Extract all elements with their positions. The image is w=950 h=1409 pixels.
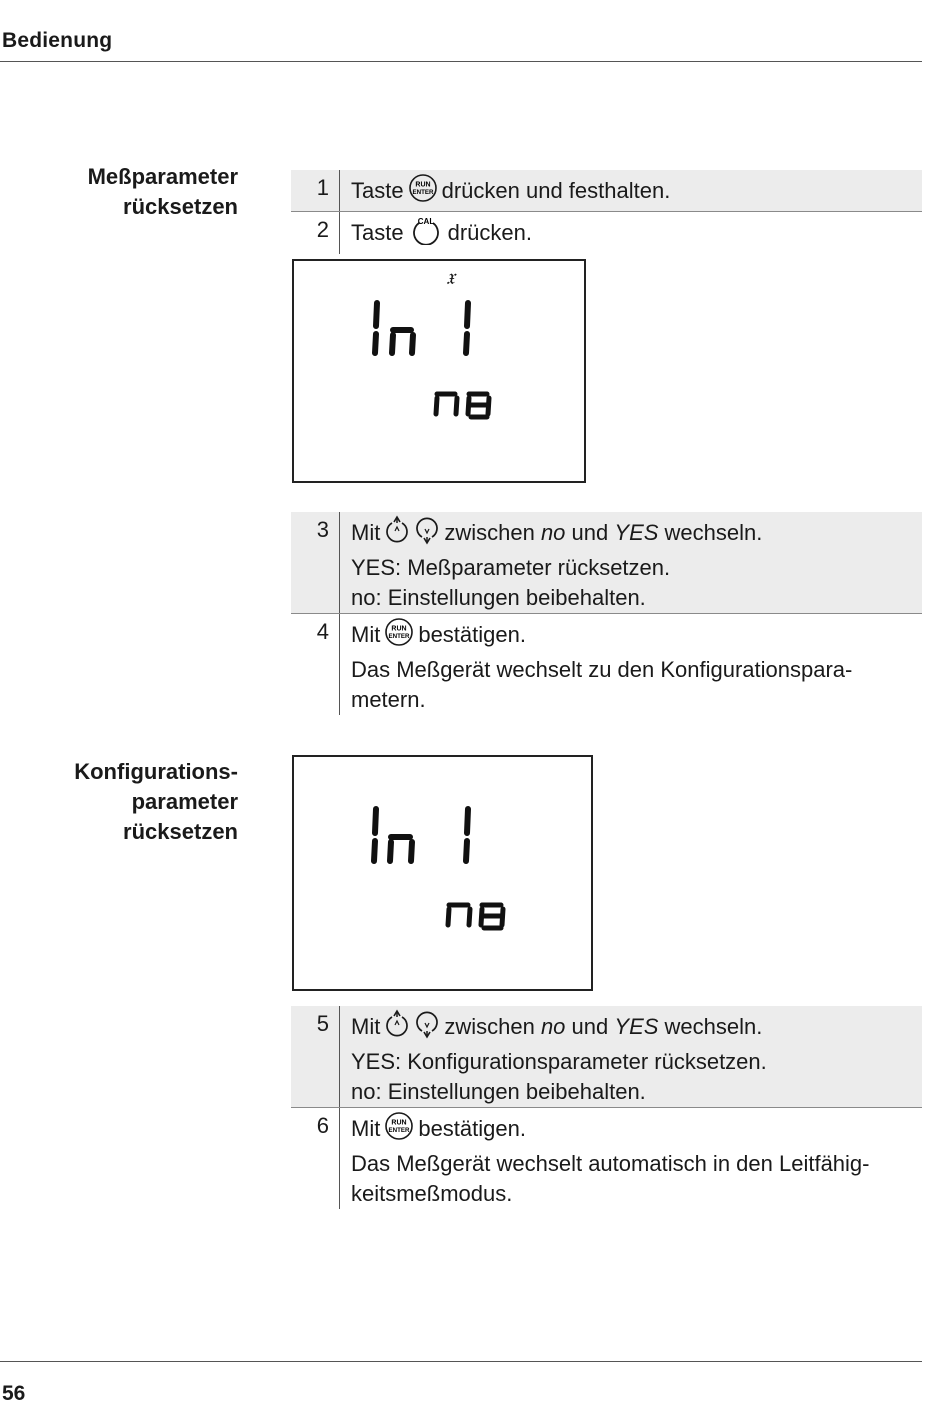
step-text: Mit zwischen no und YES wechseln.: [340, 1006, 777, 1107]
down-arrow-icon: [414, 515, 440, 553]
section2-steps: 5 Mit zwischen: [291, 1006, 922, 1209]
step-number: 6: [291, 1108, 340, 1209]
step-text-line-2: Das Meßgerät wechselt automatisch in den…: [351, 1151, 870, 1176]
enter-label: ENTER: [389, 633, 411, 640]
up-arrow-icon: [384, 515, 410, 553]
step-text-before: Mit: [351, 1115, 381, 1141]
section2-heading-line-3: rücksetzen: [123, 819, 238, 844]
run-enter-icon: RUN ENTER: [384, 1111, 414, 1149]
down-arrow-icon: [414, 1009, 440, 1047]
step-text-after: drücken.: [447, 219, 532, 245]
up-arrow-icon: [384, 1009, 410, 1047]
section1-heading-line-1: Meßparameter: [87, 164, 238, 189]
step-2: 2 Taste CAL drücken.: [291, 212, 922, 254]
enter-label: ENTER: [412, 189, 434, 196]
step-text-part: und: [571, 1013, 609, 1039]
step-text-before: Mit: [351, 1013, 381, 1039]
step-text-after: drücken und festhalten.: [441, 177, 671, 203]
run-enter-icon: RUN ENTER: [384, 617, 414, 655]
page-number: 56: [2, 1382, 26, 1405]
step-text-part: wechseln.: [664, 519, 763, 545]
option-yes: YES: [614, 519, 659, 545]
section1-heading: Meßparameter rücksetzen: [88, 162, 238, 222]
step-text-line-3: metern.: [351, 687, 426, 712]
step-3: 3 Mit zwischen: [291, 512, 922, 614]
step-text-part: und: [571, 519, 609, 545]
step-text-part: zwischen: [444, 519, 535, 545]
step-number: 3: [291, 512, 340, 613]
step-text-line-3: no: Einstellungen beibehalten.: [351, 585, 646, 610]
step-text-before: Taste: [351, 177, 404, 203]
step-5: 5 Mit zwischen: [291, 1006, 922, 1108]
section2-heading-line-1: Konfigurations-: [74, 759, 238, 784]
step-text-part: wechseln.: [664, 1013, 763, 1039]
step-text-before: Mit: [351, 621, 381, 647]
section2-heading-line-2: parameter: [131, 789, 238, 814]
lcd-segments: [371, 806, 506, 931]
section1-steps-b: 3 Mit zwischen: [291, 512, 922, 715]
section1-heading-line-2: rücksetzen: [123, 194, 238, 219]
lcd-segments: [372, 300, 492, 420]
step-text-line-3: no: Einstellungen beibehalten.: [351, 1079, 646, 1104]
step-text-part: zwischen: [444, 1013, 535, 1039]
option-no: no: [540, 519, 566, 545]
lcd-display-1: 𝔵: [292, 259, 586, 483]
step-text-line-2: YES: Meßparameter rücksetzen.: [351, 555, 671, 580]
run-label: RUN: [392, 1120, 407, 1127]
lcd-display-2: [292, 755, 593, 991]
run-label: RUN: [415, 182, 430, 189]
cal-icon: CAL: [408, 215, 444, 253]
option-yes: YES: [614, 1013, 659, 1039]
lcd-main-text: [372, 300, 471, 356]
header-title: Bedienung: [2, 29, 113, 52]
step-4: 4 Mit RUN ENTER bestätigen. Das Meßgerät…: [291, 614, 922, 715]
footer-rule: [0, 1361, 922, 1362]
step-text: Mit RUN ENTER bestätigen. Das Meßgerät w…: [340, 614, 862, 715]
step-text-before: Mit: [351, 519, 381, 545]
enter-label: ENTER: [389, 1127, 411, 1134]
step-1: 1 Taste RUN ENTER drücken und festhalten…: [291, 170, 922, 212]
step-number: 1: [291, 170, 340, 211]
step-text: Taste CAL drücken.: [340, 212, 542, 254]
run-enter-icon: RUN ENTER: [408, 173, 438, 211]
run-label: RUN: [392, 626, 407, 633]
section2-heading: Konfigurations- parameter rücksetzen: [74, 757, 238, 847]
lcd-main-text: [371, 806, 471, 864]
lcd-sub-text: [433, 391, 492, 420]
section1-steps-a: 1 Taste RUN ENTER drücken und festhalten…: [291, 170, 922, 254]
step-text-line-2: YES: Konfigurationsparameter rücksetzen.: [351, 1049, 767, 1074]
step-text-before: Taste: [351, 219, 404, 245]
step-number: 2: [291, 212, 340, 254]
lcd-sub-text: [445, 902, 506, 931]
cal-label: CAL: [417, 217, 434, 226]
header-rule: [0, 61, 922, 62]
step-text-after: bestätigen.: [418, 621, 526, 647]
step-6: 6 Mit RUN ENTER bestätigen. Das Meßgerät…: [291, 1108, 922, 1209]
step-text-line-2: Das Meßgerät wechselt zu den Konfigurati…: [351, 657, 853, 682]
lcd-indicator: 𝔵: [446, 265, 455, 290]
step-text-after: bestätigen.: [418, 1115, 526, 1141]
step-text: Mit zwischen no und YES wechseln.: [340, 512, 772, 613]
step-number: 4: [291, 614, 340, 715]
step-text: Mit RUN ENTER bestätigen. Das Meßgerät w…: [340, 1108, 879, 1209]
option-no: no: [540, 1013, 566, 1039]
step-text: Taste RUN ENTER drücken und festhalten.: [340, 170, 680, 211]
step-number: 5: [291, 1006, 340, 1107]
step-text-line-3: keitsmeßmodus.: [351, 1181, 513, 1206]
